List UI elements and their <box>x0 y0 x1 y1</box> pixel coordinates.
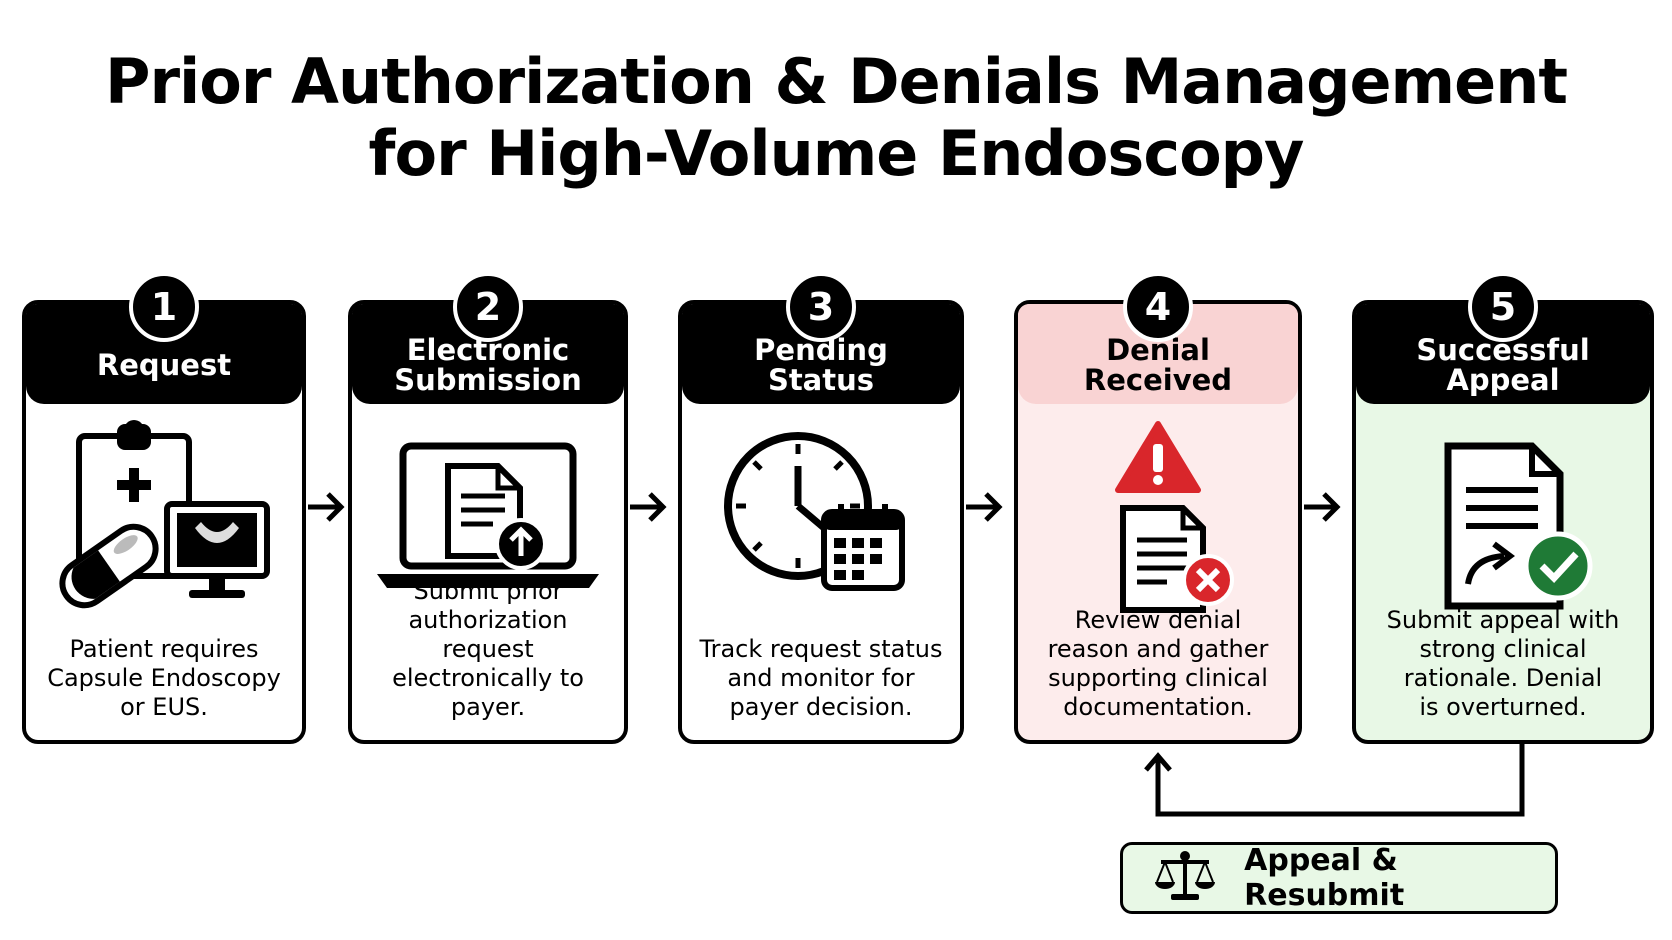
clipboard-capsule-monitor-icon <box>26 416 302 616</box>
step-number-badge: 3 <box>786 272 856 342</box>
title-line-1: Prior Authorization & Denials Management <box>105 45 1568 118</box>
warning-document-x-icon <box>1018 416 1298 616</box>
flow-arrow-3-4 <box>966 492 1003 522</box>
flow-arrow-1-2 <box>308 492 345 522</box>
step-description: Patient requires Capsule Endoscopy or EU… <box>47 635 281 721</box>
step-card-successful-appeal: 5 Successful Appeal Submit appeal with s… <box>1352 272 1654 744</box>
step-number-badge: 5 <box>1468 272 1538 342</box>
step-description: Submit appeal with strong clinical ratio… <box>1386 606 1620 721</box>
laptop-upload-icon <box>352 416 624 616</box>
step-card-denial-received: 4 Denial Received Review denial reason a… <box>1014 272 1302 744</box>
step-card-request: 1 Request Patient requires Capsule Endos… <box>22 272 306 744</box>
title-line-2: for High-Volume Endoscopy <box>368 117 1305 190</box>
step-number-badge: 4 <box>1123 272 1193 342</box>
document-check-icon <box>1356 416 1650 616</box>
appeal-resubmit-label: Appeal & Resubmit <box>1244 843 1405 913</box>
step-number-badge: 2 <box>453 272 523 342</box>
clock-calendar-icon <box>682 416 960 616</box>
step-card-pending-status: 3 Pending Status <box>678 272 964 744</box>
step-card-electronic-submission: 2 Electronic Submission Submit prior aut… <box>348 272 628 744</box>
appeal-resubmit-box: Appeal & Resubmit <box>1120 842 1558 914</box>
scales-icon <box>1153 848 1220 908</box>
flow-arrow-2-3 <box>630 492 667 522</box>
step-number-badge: 1 <box>129 272 199 342</box>
step-description: Track request status and monitor for pay… <box>699 635 943 721</box>
step-description: Review denial reason and gather supporti… <box>1047 606 1269 721</box>
flow-arrow-4-5 <box>1304 492 1341 522</box>
step-description: Submit prior authorization request elect… <box>392 577 584 721</box>
